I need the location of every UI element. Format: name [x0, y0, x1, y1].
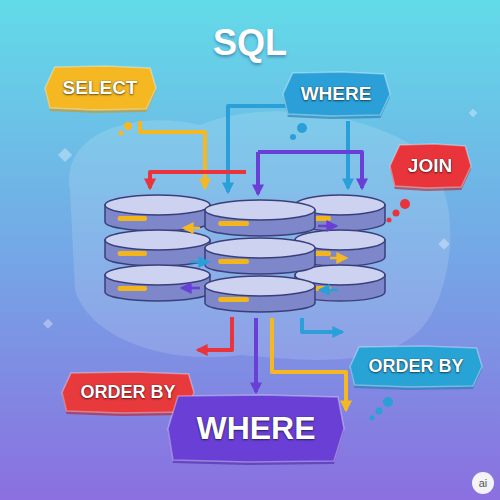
- bubble-fill: [283, 72, 390, 116]
- database-stack: [205, 200, 315, 312]
- callout-text: JOIN: [408, 155, 453, 177]
- callout-text: SELECT: [63, 77, 138, 99]
- callout-bubble: WHERE: [168, 395, 344, 462]
- title: SQL: [0, 22, 500, 64]
- backdrop-blob: [69, 111, 450, 360]
- bubble-fill: [350, 346, 482, 387]
- sparkles: [43, 109, 477, 329]
- database-stack: [105, 195, 210, 301]
- callout-text: ORDER BY: [80, 382, 176, 403]
- callout-bubble: JOIN: [390, 144, 471, 188]
- callout-text: WHERE: [196, 410, 316, 447]
- flow-arrows: [140, 106, 362, 410]
- bubble-fill: [168, 395, 344, 462]
- callout-text: WHERE: [301, 83, 372, 105]
- callout-bubble: SELECT: [45, 66, 156, 110]
- callout-bubble: ORDER BY: [350, 346, 482, 387]
- callout-bubble: WHERE: [283, 72, 390, 116]
- watermark: ai: [472, 472, 494, 494]
- bubble-fill: [390, 144, 471, 188]
- bubble-fill: [45, 66, 156, 110]
- callout-text: ORDER BY: [368, 356, 464, 377]
- exchange-arrows: [182, 226, 346, 290]
